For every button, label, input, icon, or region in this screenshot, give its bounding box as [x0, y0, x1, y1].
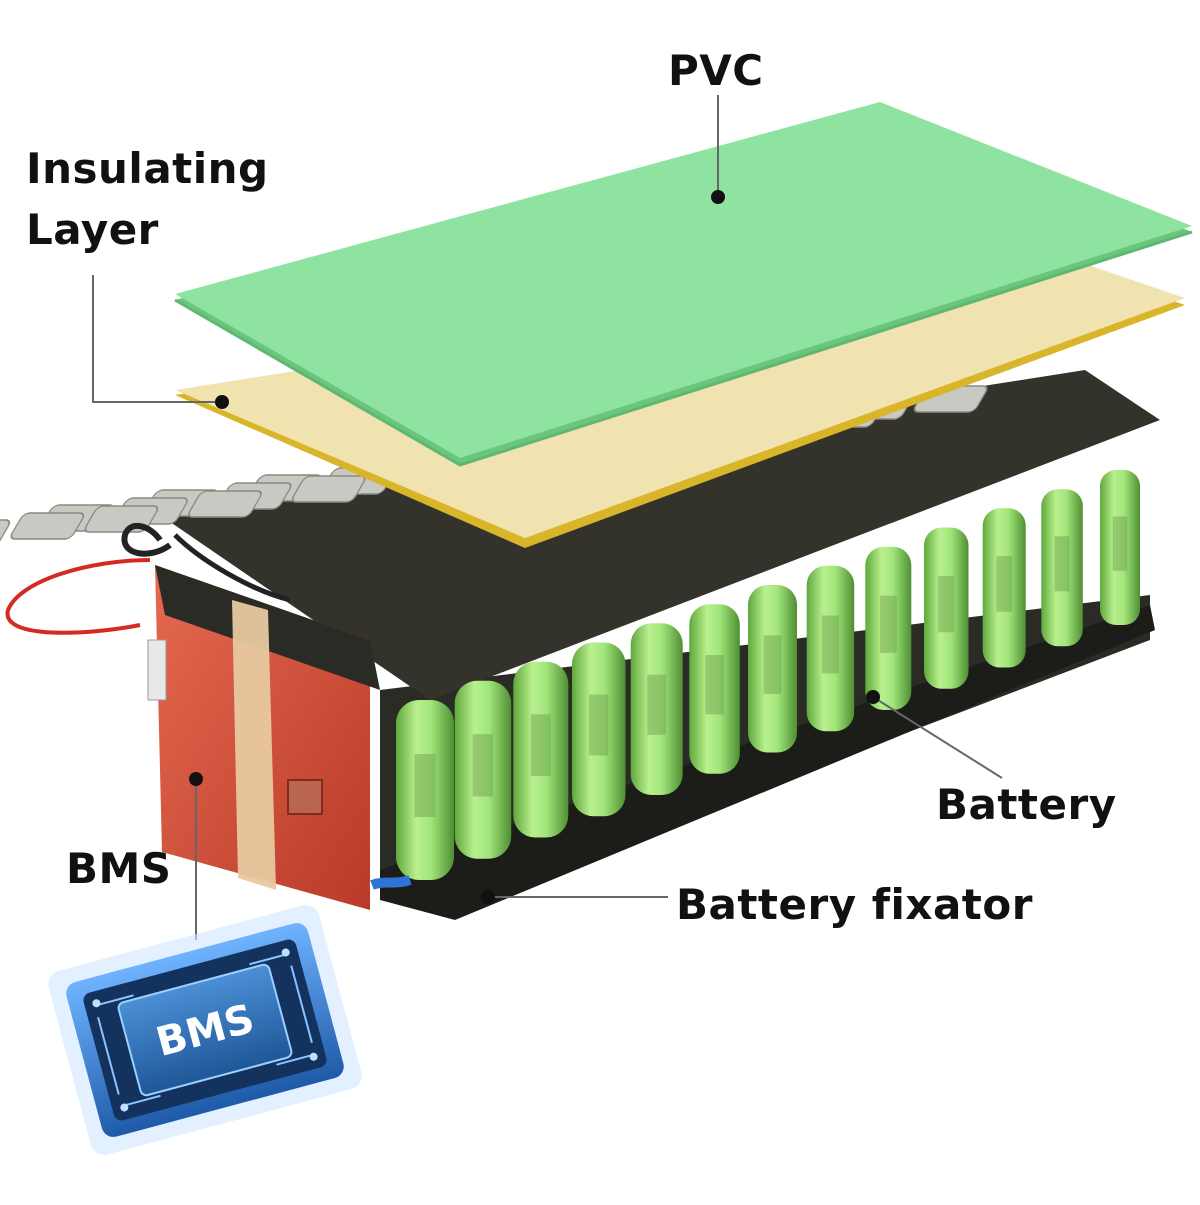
nickel-strip — [0, 520, 12, 546]
battery-cell — [513, 662, 568, 838]
battery-cell — [1100, 470, 1140, 625]
label-battery: Battery — [936, 780, 1117, 829]
battery-cell — [396, 700, 454, 880]
battery-cell — [865, 547, 911, 710]
bms-chip-icon: BMS — [45, 902, 365, 1158]
battery-cell — [572, 643, 626, 817]
nickel-strip — [9, 513, 86, 539]
battery-cell — [689, 604, 740, 774]
label-insulating-layer-line2: Layer — [26, 205, 159, 254]
battery-cell — [1041, 489, 1083, 646]
battery-cell — [807, 566, 855, 731]
battery-cell — [455, 681, 512, 859]
label-insulating-layer-line1: Insulating — [26, 144, 269, 193]
label-battery-fixator: Battery fixator — [676, 880, 1033, 929]
battery-cell — [983, 508, 1026, 667]
battery-cell — [631, 623, 683, 795]
label-bms: BMS — [66, 844, 172, 893]
label-pvc: PVC — [668, 46, 764, 95]
battery-cell — [748, 585, 797, 753]
battery-cell — [924, 528, 969, 689]
